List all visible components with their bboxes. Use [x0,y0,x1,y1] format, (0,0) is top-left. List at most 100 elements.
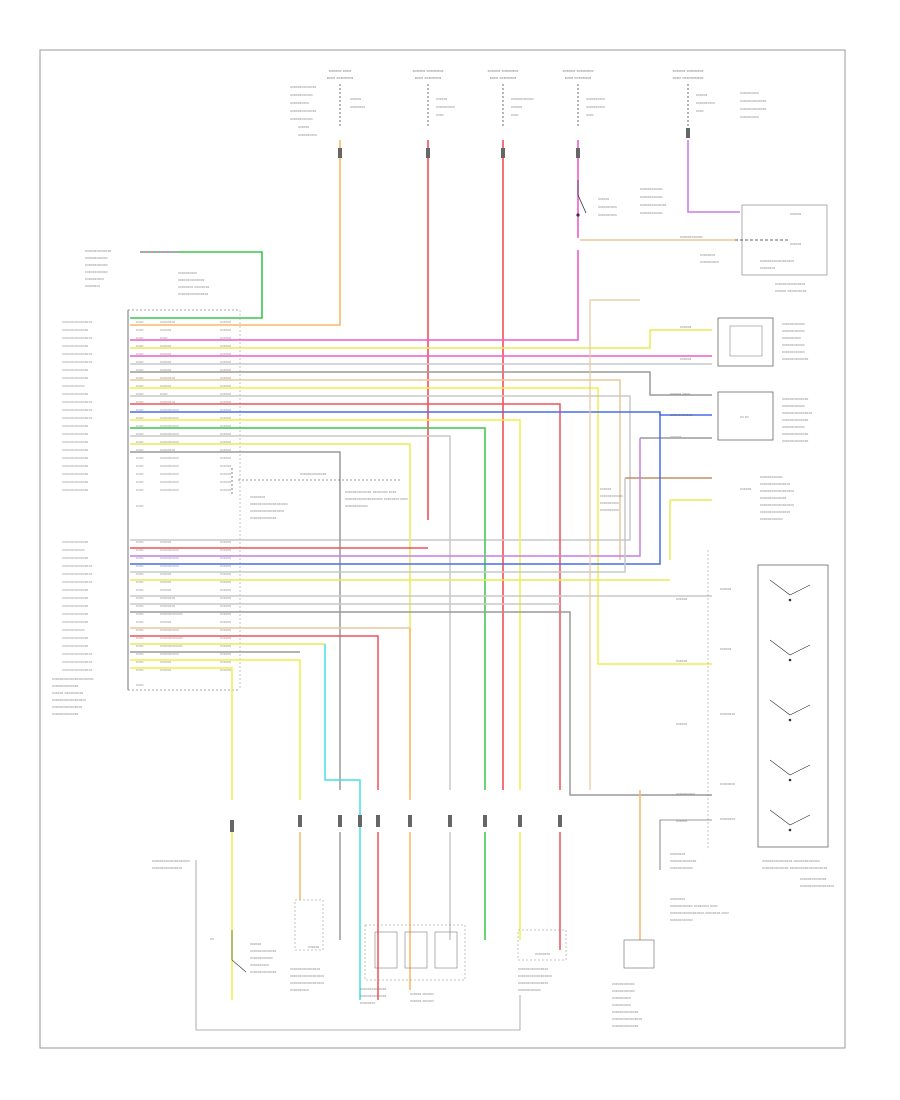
svg-text:▭▭▭▭▭: ▭▭▭▭▭ [178,270,197,275]
wire-gray-3 [130,451,341,790]
svg-text:▭▭▭▭▭▭▭: ▭▭▭▭▭▭▭ [52,711,79,716]
svg-text:▭▭▭▭▭▭▭▭: ▭▭▭▭▭▭▭▭ [62,571,92,576]
svg-text:▭▭: ▭▭ [586,112,594,117]
svg-text:▭▭▭▭▭▭▭▭▭: ▭▭▭▭▭▭▭▭▭ [518,973,552,978]
svg-text:▭▭▭: ▭▭▭ [220,383,232,388]
svg-text:▭▭▭: ▭▭▭ [220,579,232,584]
svg-text:▭▭▭: ▭▭▭ [298,124,310,129]
svg-text:▭▭▭: ▭▭▭ [160,539,172,544]
svg-text:▭▭▭: ▭▭▭ [160,579,172,584]
wire-lightgray-2 [130,435,451,790]
svg-text:▭▭▭▭▭▭▭: ▭▭▭▭▭▭▭ [62,603,89,608]
svg-text:▭▭▭▭: ▭▭▭▭ [160,447,175,452]
svg-text:▭▭▭ ▭▭▭: ▭▭▭ ▭▭▭ [410,991,434,996]
svg-text:▭▭▭▭▭: ▭▭▭▭▭ [160,407,179,412]
svg-text:▭▭▭▭▭: ▭▭▭▭▭ [250,962,269,967]
svg-text:▭▭▭▭▭▭▭: ▭▭▭▭▭▭▭ [782,431,809,436]
svg-text:▭▭▭▭▭▭: ▭▭▭▭▭▭ [612,988,635,993]
svg-text:▭▭▭: ▭▭▭ [220,619,232,624]
svg-text:▭▭▭: ▭▭▭ [220,595,232,600]
svg-text:▭▭▭▭▭: ▭▭▭▭▭ [586,104,605,109]
svg-text:▭▭▭: ▭▭▭ [308,944,320,949]
vss-sensor: ▭▭▭ ▭▭▭▭▭▭ ▭▭▭▭▭▭▭▭ ▭▭▭▭▭▭▭▭▭ ▭▭▭▭▭▭▭ ▭▭… [600,474,794,560]
svg-text:▭▭▭: ▭▭▭ [220,587,232,592]
svg-text:▭▭▭▭▭▭▭: ▭▭▭▭▭▭▭ [782,396,809,401]
svg-text:▭▭▭▭▭: ▭▭▭▭▭ [696,100,715,105]
svg-text:▭▭▭▭: ▭▭▭▭ [720,816,735,821]
svg-text:▭▭▭▭▭▭▭: ▭▭▭▭▭▭▭ [85,248,112,253]
svg-text:▭▭▭▭▭▭▭: ▭▭▭▭▭▭▭ [62,479,89,484]
svg-text:▭▭▭▭▭▭▭: ▭▭▭▭▭▭▭ [178,277,205,282]
svg-text:▭▭▭ ▭▭▭▭▭: ▭▭▭ ▭▭▭▭▭ [52,690,84,695]
svg-text:▭▭▭▭: ▭▭▭▭ [85,283,100,288]
pcm-pin-labels: ▭▭▭▭▭▭▭▭▭▭▭▭▭▭▭▭▭ ▭▭▭▭▭▭▭▭▭▭▭▭▭▭▭ ▭▭▭▭▭▭… [62,319,232,687]
svg-text:▭▭▭: ▭▭▭ [220,479,232,484]
svg-text:▭▭▭▭▭▭▭: ▭▭▭▭▭▭▭ [62,439,89,444]
top-left-harness: ▭▭▭▭▭▭▭ ▭▭▭▭▭▭ ▭▭▭▭▭▭ ▭▭▭▭▭▭ ▭▭▭▭▭ ▭▭▭▭ … [85,248,263,319]
svg-text:▭▭▭▭▭▭▭▭: ▭▭▭▭▭▭▭▭ [62,351,92,356]
svg-text:▭▭▭ ▭▭▭▭▭: ▭▭▭ ▭▭▭▭▭ [775,288,807,293]
svg-text:▭▭: ▭▭ [136,547,144,552]
svg-text:▭▭▭: ▭▭▭ [220,603,232,608]
svg-text:▭▭▭▭: ▭▭▭▭ [160,319,175,324]
svg-text:▭▭▭: ▭▭▭ [160,351,172,356]
svg-text:▭▭▭: ▭▭▭ [790,241,802,246]
svg-text:▭▭: ▭▭ [136,343,144,348]
power-feeds: ▭▭▭ ▭▭ ▭▭ ▭▭▭▭ ▭▭▭▭▭▭▭ ▭▭▭▭▭▭ ▭▭▭▭▭ ▭▭▭▭… [290,68,767,137]
svg-text:▭▭: ▭▭ [696,108,704,113]
svg-text:▭▭: ▭▭ [136,375,144,380]
svg-text:▭▭▭▭▭▭▭: ▭▭▭▭▭▭▭ [740,106,767,111]
svg-text:▭▭▭▭▭▭▭▭: ▭▭▭▭▭▭▭▭ [62,659,92,664]
svg-text:▭▭▭: ▭▭▭ [160,659,172,664]
svg-text:▭▭▭▭▭▭: ▭▭▭▭▭▭ [518,987,541,992]
svg-text:▭▭▭: ▭▭▭ [220,407,232,412]
svg-text:▭▭▭: ▭▭▭ [160,619,172,624]
svg-text:▭▭▭▭▭▭▭: ▭▭▭▭▭▭▭ [62,487,89,492]
svg-text:▭▭▭▭: ▭▭▭▭ [670,851,685,856]
svg-text:▭▭▭: ▭▭▭ [160,667,172,672]
svg-text:▭▭▭: ▭▭▭ [160,343,172,348]
svg-text:▭▭▭▭▭▭: ▭▭▭▭▭▭ [760,474,783,479]
svg-text:▭▭: ▭▭ [136,335,144,340]
svg-text:▭▭▭: ▭▭▭ [220,423,232,428]
svg-text:▭▭▭: ▭▭▭ [436,96,448,101]
svg-text:▭▭▭▭▭▭: ▭▭▭▭▭▭ [640,210,663,215]
svg-text:▭▭▭▭▭▭▭▭▭▭▭: ▭▭▭▭▭▭▭▭▭▭▭ [52,676,94,681]
svg-text:▭▭▭▭▭▭▭: ▭▭▭▭▭▭▭ [62,447,89,452]
svg-text:▭▭▭: ▭▭▭ [220,359,232,364]
solenoid-pack: ▭▭▭▭▭▭▭ ▭▭▭▭▭▭▭ ▭▭▭▭ ▭▭▭ ▭▭▭ ▭▭▭ ▭▭▭ [360,924,466,1005]
svg-text:▭▭▭▭▭▭▭▭▭: ▭▭▭▭▭▭▭▭▭ [250,508,284,513]
svg-text:▭▭▭: ▭▭▭ [220,335,232,340]
svg-text:▭▭▭: ▭▭▭ [696,92,708,97]
svg-text:▭▭▭: ▭▭▭ [670,434,682,439]
svg-text:▭▭: ▭▭ [136,399,144,404]
svg-text:▭▭: ▭▭ [436,112,444,117]
sensor-callout: ▭▭▭▭▭▭▭ ▭▭▭▭▭▭▭ ▭▭▭▭ ▭▭ ▭▭▭▭▭▭▭▭▭▭ ▭▭▭▭ … [231,468,408,520]
lower-harness-wires [130,299,712,1000]
svg-text:▭▭▭▭: ▭▭▭▭ [250,494,265,499]
svg-text:▭▭▭▭▭▭▭: ▭▭▭▭▭▭▭ [62,431,89,436]
svg-text:▭ ▭: ▭ ▭ [740,414,749,419]
svg-text:▭▭▭▭▭: ▭▭▭▭▭ [612,995,631,1000]
svg-text:▭▭▭▭▭▭▭: ▭▭▭▭▭▭▭ [290,84,317,89]
svg-text:▭▭ ▭▭▭▭: ▭▭ ▭▭▭▭ [565,75,593,80]
svg-text:▭▭▭: ▭▭▭ [680,324,692,329]
svg-text:▭▭▭: ▭▭▭ [720,646,732,651]
svg-text:▭▭: ▭▭ [136,351,144,356]
svg-text:▭▭▭▭▭▭▭: ▭▭▭▭▭▭▭ [62,635,89,640]
svg-text:▭▭▭: ▭▭▭ [220,547,232,552]
svg-text:▭▭: ▭▭ [160,391,168,396]
svg-text:▭▭: ▭▭ [136,651,144,656]
svg-text:▭▭▭▭▭▭▭: ▭▭▭▭▭▭▭ [62,367,89,372]
svg-text:▭▭▭▭▭▭▭: ▭▭▭▭▭▭▭ [670,858,697,863]
feed-connectors [338,128,690,158]
svg-text:▭▭▭: ▭▭▭ [600,486,612,491]
sensor-box-1: ▭▭▭▭▭▭ ▭▭▭▭▭▭ ▭▭▭▭▭ ▭▭▭▭▭▭ ▭▭▭▭▭▭ ▭▭▭▭▭▭… [680,317,809,367]
svg-text:▭▭▭▭▭▭: ▭▭▭▭▭▭ [612,981,635,986]
svg-text:▭▭▭▭▭▭▭: ▭▭▭▭▭▭▭ [62,595,89,600]
svg-text:▭▭▭▭▭: ▭▭▭▭▭ [782,335,801,340]
svg-text:▭▭▭▭▭▭▭: ▭▭▭▭▭▭▭ [52,683,79,688]
svg-text:▭▭▭: ▭▭▭ [220,659,232,664]
svg-text:▭▭▭▭▭▭▭▭▭▭: ▭▭▭▭▭▭▭▭▭▭ [152,858,190,863]
svg-text:▭▭▭: ▭▭▭ [220,635,232,640]
